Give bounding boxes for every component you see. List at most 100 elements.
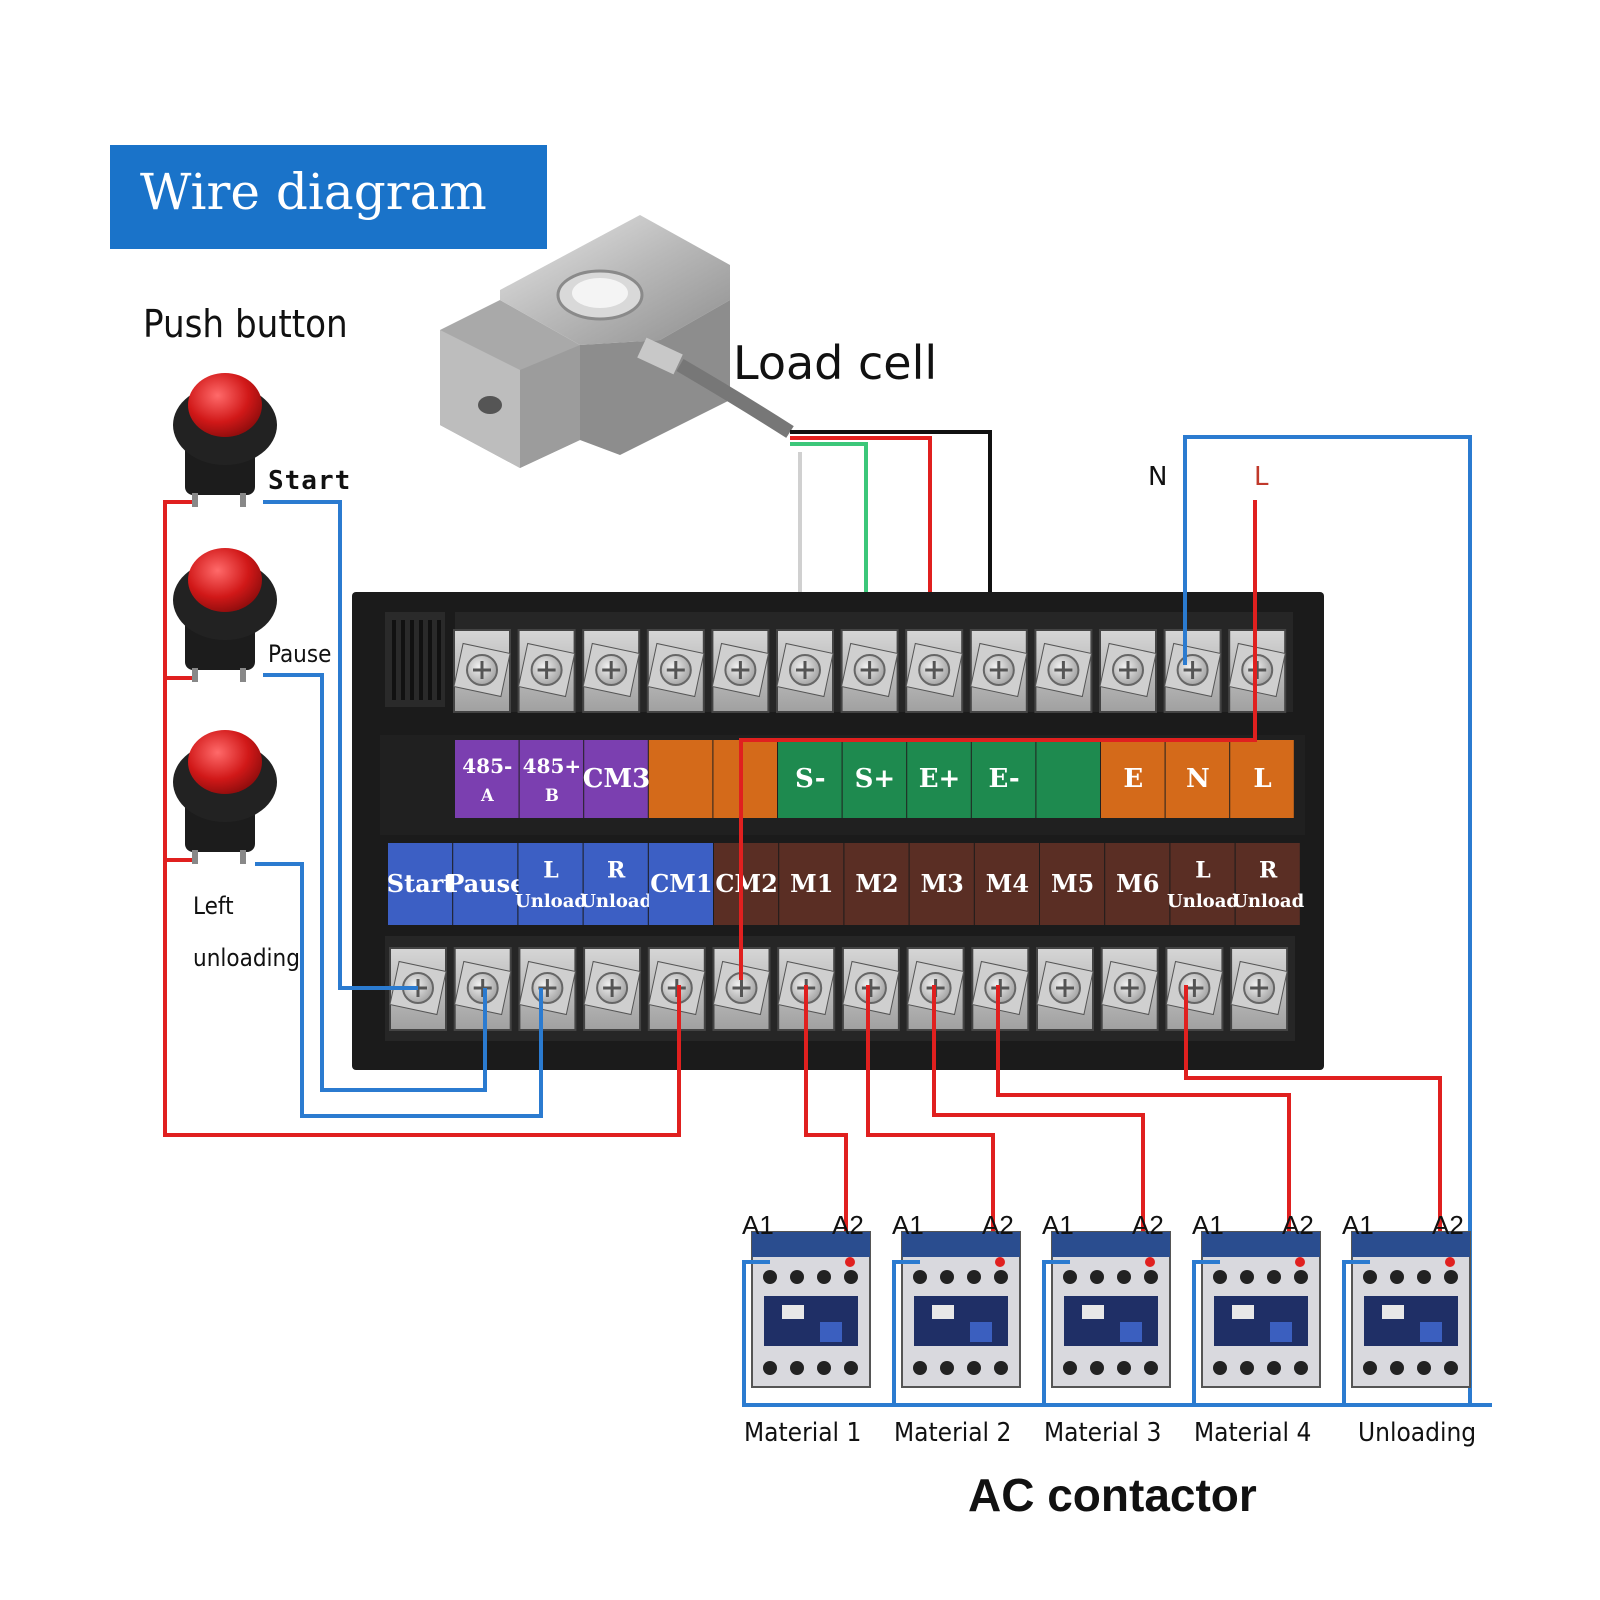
terminal-label-text: E- [989,764,1020,794]
top-terminal-label [713,740,777,818]
contactor-caption: Material 3 [1044,1418,1162,1448]
terminal-label-text: CM2 [715,869,777,898]
terminal-label-text: CM1 [650,869,712,898]
push-button-icon[interactable] [173,373,277,507]
contactor-a1-label: A1 [1192,1210,1224,1240]
terminal-screw-icon[interactable] [647,947,706,1031]
ac-contactor-icon[interactable] [742,1231,892,1407]
contactor-a2-label: A2 [1132,1210,1164,1240]
terminal-screw-icon[interactable] [1230,947,1289,1031]
title-banner: Wire diagram [110,145,547,249]
left-unloading-label: Left unloading [193,892,300,972]
terminal-screw-icon[interactable] [453,629,511,713]
terminal-screw-icon[interactable] [517,629,576,713]
load-cell-icon [440,215,794,468]
top-terminal-label: S- [778,740,842,818]
push-button-icon[interactable] [173,548,277,682]
terminal-label-subtext: Unload [1232,891,1304,912]
terminal-screw-icon[interactable] [711,629,770,713]
terminal-label-text: 485+ [523,754,582,778]
neutral-label: N [1148,462,1168,492]
terminal-screw-icon[interactable] [1034,629,1093,713]
contactor-a2-label: A2 [1282,1210,1314,1240]
contactor-caption: Material 1 [744,1418,862,1448]
terminal-label-text: S- [795,764,826,794]
terminal-label-subtext: A [480,786,494,805]
top-terminal-label: S+ [842,740,907,818]
contactor-caption: Material 4 [1194,1418,1312,1448]
top-terminal-label: 485- A [455,740,519,818]
terminal-label-text: E [1123,764,1143,794]
terminal-screw-icon[interactable] [971,947,1030,1031]
terminal-screw-icon[interactable] [776,629,834,713]
terminal-label-text: L [1253,764,1271,794]
terminal-label-text: M4 [986,869,1029,898]
bottom-terminal-label: CM1 [648,843,713,925]
ac-contactor-icon[interactable] [892,1231,1042,1407]
bottom-terminal-label: M3 [909,843,974,925]
page-title: Wire diagram [140,163,487,221]
terminal-label-text: CM3 [583,764,651,794]
top-terminal-label [648,740,713,818]
line-label: L [1254,462,1269,492]
terminal-screw-icon[interactable] [1099,629,1157,713]
terminal-screw-icon[interactable] [1228,629,1287,713]
top-terminal-block [453,629,1287,713]
terminal-label-text: R [1259,857,1278,883]
terminal-screw-icon[interactable] [840,629,899,713]
top-terminal-label: E- [971,740,1036,818]
terminal-label-text: L [1195,857,1210,883]
terminal-screw-icon[interactable] [969,629,1028,713]
ac-contactor-icon[interactable] [1192,1231,1342,1407]
ac-contactor-icon[interactable] [1042,1231,1192,1407]
terminal-screw-icon[interactable] [1036,947,1094,1031]
contactor-a1-label: A1 [1042,1210,1074,1240]
bottom-terminal-block [389,947,1289,1031]
terminal-screw-icon[interactable] [646,629,705,713]
terminal-screw-icon[interactable] [582,629,641,713]
load-cell-label: Load cell [733,336,938,390]
terminal-label-text: Pause [446,869,525,898]
contactor-a1-label: A1 [1342,1210,1374,1240]
bottom-terminal-label: M2 [844,843,909,925]
terminal-label-text: M2 [855,869,898,898]
terminal-label-text: N [1186,764,1210,794]
top-terminal-label: E [1101,740,1165,818]
terminal-screw-icon[interactable] [1163,629,1222,713]
terminal-screw-icon[interactable] [583,947,642,1031]
terminal-screw-icon[interactable] [518,947,577,1031]
top-terminal-label: 485+B [519,740,584,818]
terminal-label-subtext: Unload [1167,891,1239,912]
contactor-caption: Material 2 [894,1418,1012,1448]
contactor-a2-label: A2 [982,1210,1014,1240]
bottom-terminal-label: M6 [1105,843,1170,925]
terminal-label-text: M1 [790,869,833,898]
ac-contactor-title: AC contactor [968,1469,1257,1521]
terminal-label-text: 485- [462,754,512,778]
bottom-terminal-label: Start [387,843,455,925]
bottom-terminal-label: R Unload [1232,843,1305,925]
terminal-screw-icon[interactable] [1165,947,1224,1031]
top-terminal-label: E+ [907,740,971,818]
terminal-screw-icon[interactable] [841,947,900,1031]
terminal-label-text: E+ [919,764,961,794]
bottom-terminal-label: Pause [446,843,525,925]
terminal-label-text: M5 [1051,869,1094,898]
terminal-screw-icon[interactable] [905,629,964,713]
push-button-icon[interactable] [173,730,277,864]
terminal-label-text: M3 [921,869,964,898]
start-label: Start [268,466,352,496]
terminal-label-text: S+ [855,764,896,794]
terminal-label-text: Start [387,869,455,898]
terminal-label-text: M6 [1116,869,1159,898]
bottom-terminal-label: M1 [779,843,844,925]
ac-contactor-icon[interactable] [1342,1231,1492,1407]
terminal-screw-icon[interactable] [1100,947,1159,1031]
bottom-terminal-label: L Unload [1167,843,1239,925]
terminal-screw-icon[interactable] [453,947,512,1031]
pause-label: Pause [268,640,332,668]
